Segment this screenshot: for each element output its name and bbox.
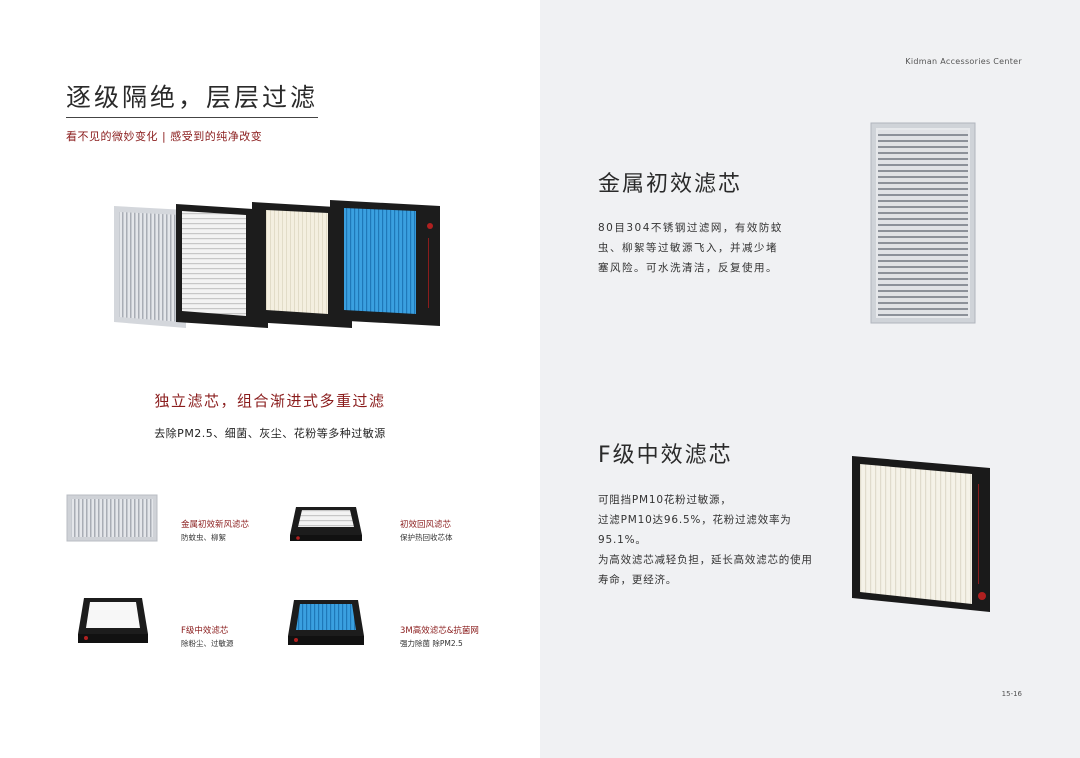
metal-filter-photo [870, 122, 976, 324]
item-name: 初效回风滤芯 [400, 520, 452, 530]
f-grade-filter-photo [852, 456, 990, 612]
section-body-fgrade: 可阻挡PM10花粉过敏源， 过滤PM10达96.5%，花粉过滤效率为 95.1%… [598, 490, 813, 590]
section-title-metal: 金属初效滤芯 [598, 172, 743, 197]
page-number: 15-16 [1001, 690, 1022, 698]
f-grade-filter-thumb [78, 598, 148, 643]
item-desc: 除粉尘、过敏源 [181, 639, 234, 648]
item-desc: 强力除菌 除PM2.5 [400, 639, 463, 648]
f-grade-filter-image [252, 202, 352, 328]
body-line: 可阻挡PM10花粉过敏源， [598, 494, 732, 506]
item-name: F级中效滤芯 [181, 626, 229, 636]
section-description: 去除PM2.5、细菌、灰尘、花粉等多种过敏源 [154, 427, 386, 440]
body-line: 80目304不锈钢过滤网，有效防蚊 [598, 222, 783, 234]
filter-set-image [114, 200, 440, 328]
body-line: 过滤PM10达96.5%，花粉过滤效率为 [598, 514, 792, 526]
item-desc: 保护热回收芯体 [400, 533, 453, 542]
return-filter-image [176, 204, 268, 328]
body-line: 塞风险。可水洗清洁，反复使用。 [598, 262, 778, 274]
page-subtitle: 看不见的微妙变化 | 感受到的纯净改变 [66, 130, 263, 143]
section-body-metal: 80目304不锈钢过滤网，有效防蚊 虫、柳絮等过敏源飞入，并减少堵 塞风险。可水… [598, 218, 783, 278]
left-page: 逐级隔绝，层层过滤 看不见的微妙变化 | 感受到的纯净改变 [66, 83, 479, 648]
right-page: Kidman Accessories Center 金属初效滤芯 80目304不… [540, 0, 1080, 758]
section-heading: 独立滤芯，组合渐进式多重过滤 [154, 392, 386, 410]
body-line: 寿命，更经济。 [598, 574, 678, 586]
metal-filter-image [114, 206, 186, 328]
section-title-fgrade: F级中效滤芯 [598, 443, 733, 468]
brand-label: Kidman Accessories Center [905, 57, 1022, 66]
body-line: 虫、柳絮等过敏源飞入，并减少堵 [598, 242, 778, 254]
item-name: 金属初效新风滤芯 [181, 520, 250, 530]
item-name: 3M高效滤芯&抗菌网 [400, 626, 479, 636]
title-divider [66, 117, 318, 118]
metal-filter-thumb [66, 494, 158, 542]
body-line: 为高效滤芯减轻负担，延长高效滤芯的使用 [598, 554, 813, 566]
item-desc: 防蚊虫、柳絮 [181, 533, 226, 542]
body-line: 95.1%。 [598, 534, 647, 546]
hepa-filter-image [330, 200, 440, 326]
return-filter-thumb [290, 507, 362, 541]
hepa-filter-thumb [288, 600, 364, 645]
page-title: 逐级隔绝，层层过滤 [66, 83, 319, 112]
